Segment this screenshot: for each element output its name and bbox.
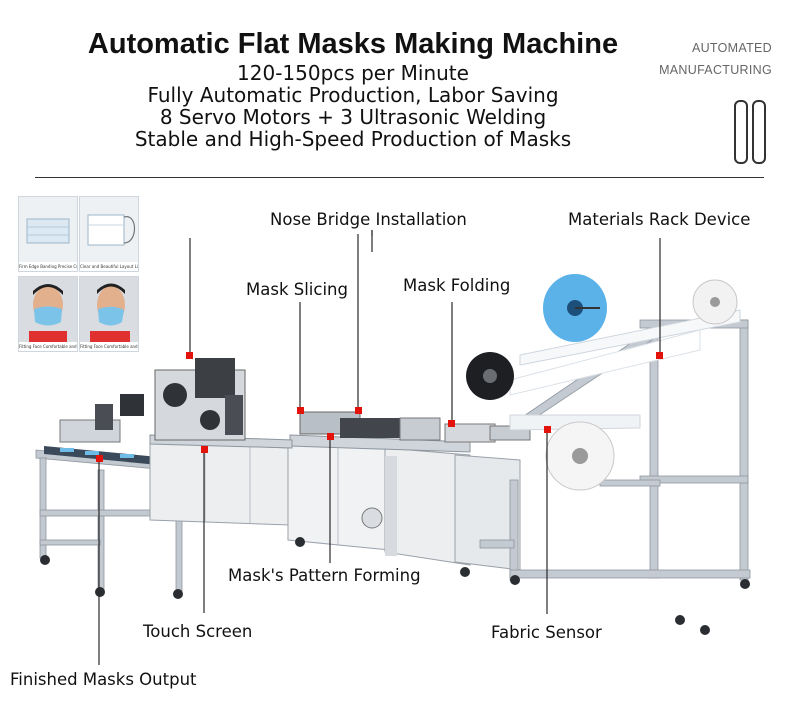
header-divider bbox=[35, 177, 764, 178]
callout-nose-bridge-installation: Nose Bridge Installation bbox=[270, 210, 467, 229]
mask-with-earloops-icon bbox=[87, 214, 136, 246]
person-wearing-mask-icon bbox=[19, 277, 77, 342]
machine-body bbox=[35, 274, 751, 635]
mask-icon bbox=[26, 218, 70, 244]
subtitle-line-3: 8 Servo Motors + 3 Ultrasonic Welding bbox=[159, 105, 547, 129]
page-title: Automatic Flat Masks Making Machine bbox=[87, 28, 619, 60]
tag-line-1: AUTOMATED bbox=[691, 41, 772, 55]
callout-mask-pattern-forming: Mask's Pattern Forming bbox=[228, 566, 421, 585]
thumbnail-caption: Firm Edge Banding Precise Cutting bbox=[19, 262, 77, 271]
person-wearing-mask-icon bbox=[80, 277, 138, 342]
thumbnail-caption: Fitting Face Comfortable and Beautiful bbox=[19, 342, 77, 351]
tag-line-2: MANUFACTURING bbox=[659, 63, 772, 77]
callout-mask-slicing: Mask Slicing bbox=[246, 280, 348, 299]
subtitle-line-2: Fully Automatic Production, Labor Saving bbox=[147, 83, 559, 107]
callout-markers bbox=[96, 352, 663, 462]
thumbnail-face-front: Fitting Face Comfortable and Beautiful bbox=[18, 276, 78, 352]
thumbnail-mask-loops: Clear and Beautiful Layout Lines of Ultr… bbox=[79, 196, 139, 272]
callout-leaders bbox=[98, 230, 661, 665]
callout-finished-masks-output: Finished Masks Output bbox=[10, 670, 197, 689]
thumbnail-mask-edge: Firm Edge Banding Precise Cutting bbox=[18, 196, 78, 272]
subtitle-line-4: Stable and High-Speed Production of Mask… bbox=[134, 127, 572, 151]
callout-fabric-sensor: Fabric Sensor bbox=[491, 623, 602, 642]
decorative-pill-icon bbox=[734, 100, 748, 164]
decorative-pill-icon bbox=[752, 100, 766, 164]
callout-touch-screen: Touch Screen bbox=[143, 622, 253, 641]
thumbnail-caption: Fitting Face Comfortable and Beautiful bbox=[80, 342, 138, 351]
subtitle-line-1: 120-150pcs per Minute bbox=[237, 61, 469, 85]
thumbnail-caption: Clear and Beautiful Layout Lines of Ultr… bbox=[80, 262, 138, 271]
mask-machine-illustration bbox=[35, 230, 751, 665]
thumbnail-face-side: Fitting Face Comfortable and Beautiful bbox=[79, 276, 139, 352]
callout-materials-rack-device: Materials Rack Device bbox=[568, 210, 751, 229]
callout-mask-folding: Mask Folding bbox=[403, 276, 511, 295]
